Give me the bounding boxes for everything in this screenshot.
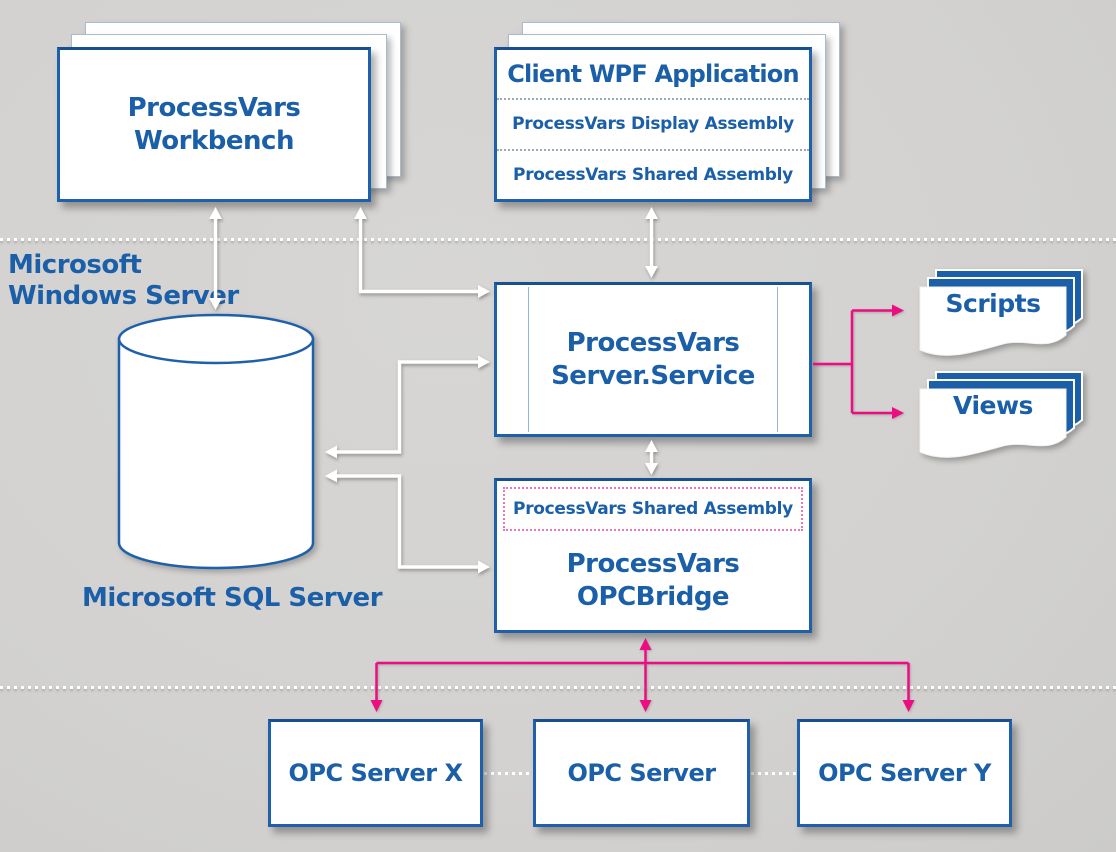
opc-server-y-label: OPC Server Y [818,759,991,787]
scripts-doc [919,269,1083,356]
views-doc [919,371,1083,458]
arrow-serverservice-opcbridge [645,440,658,475]
server-service-label: ProcessVars Server.Service [551,327,755,391]
tier-separator-bottom [0,686,1116,689]
workbench-node: ProcessVars Workbench [57,47,371,202]
arrow-sqlserver-opcbridge [325,469,490,574]
opc-server-node: OPC Server [533,719,750,827]
clientwpf-node: Client WPF Application ProcessVars Displ… [494,47,812,202]
clientwpf-display-assembly: ProcessVars Display Assembly [497,98,809,148]
server-service-leftbar [528,287,529,432]
windows-server-label: Microsoft Windows Server [8,250,239,311]
server-service-rightbar [777,287,778,432]
arrow-serverservice-sqlserver [325,355,490,459]
arrow-workbench-serverservice [354,207,490,298]
views-label: Views [953,391,1033,420]
scripts-label: Scripts [945,289,1041,318]
clientwpf-shared-assembly: ProcessVars Shared Assembly [497,148,809,199]
opc-server-y-node: OPC Server Y [797,719,1012,827]
arrow-opcbridge-opcservers [370,638,915,712]
sql-server-cylinder [117,313,315,570]
clientwpf-title: Client WPF Application [507,60,799,89]
opc-server-x-node: OPC Server X [268,719,483,827]
opcbridge-node: ProcessVars Shared Assembly ProcessVars … [494,478,812,633]
opc-server-label: OPC Server [567,759,716,787]
sql-server-label: Microsoft SQL Server [81,583,383,613]
server-service-node: ProcessVars Server.Service [494,282,812,437]
dotted-link-opc-opcy [751,772,797,775]
opc-server-x-label: OPC Server X [288,759,463,787]
arrow-serverservice-scripts-views [813,304,904,419]
workbench-label: ProcessVars Workbench [127,92,301,156]
opcbridge-label: ProcessVars OPCBridge [566,548,740,612]
opcbridge-shared-assembly: ProcessVars Shared Assembly [503,487,803,531]
arrow-clientwpf-serverservice [645,207,658,278]
dotted-link-opcx-opc [484,772,533,775]
tier-separator-top [0,238,1116,241]
